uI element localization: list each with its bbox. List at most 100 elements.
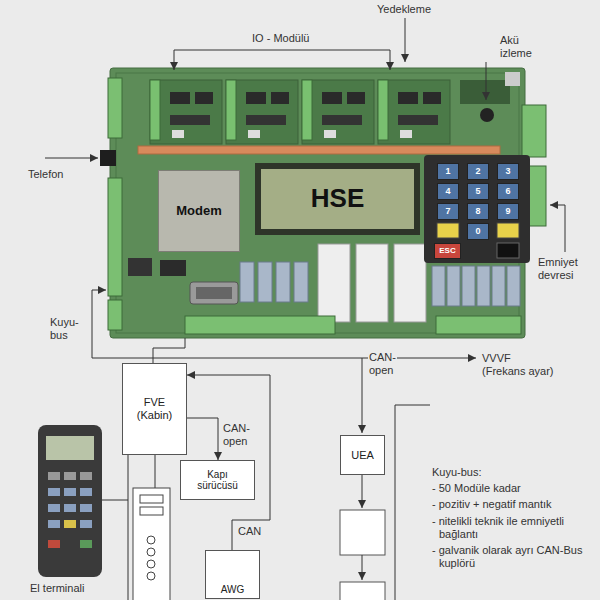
panel-button bbox=[147, 572, 155, 580]
callout-label: Yedekleme bbox=[377, 3, 431, 16]
safety-relay bbox=[356, 244, 388, 322]
chip bbox=[460, 80, 510, 104]
chip bbox=[195, 92, 213, 104]
note-line: - pozitiv + negatif mantık bbox=[432, 498, 596, 511]
relay bbox=[462, 266, 475, 306]
callout-label: Kuyu- bus bbox=[50, 316, 79, 342]
io-module bbox=[226, 80, 298, 144]
callout-label: IO - Modülü bbox=[252, 32, 309, 45]
callout-arrow bbox=[405, 18, 406, 62]
keypad-key bbox=[497, 223, 519, 238]
node-text: 0 bbox=[475, 226, 480, 236]
keypad-key: 6 bbox=[497, 183, 519, 200]
handheld-key bbox=[80, 520, 92, 528]
node-text: 5 bbox=[475, 186, 480, 196]
keypad-key: 8 bbox=[467, 203, 489, 220]
process-box: UEA bbox=[340, 435, 385, 475]
callout-arrow bbox=[550, 205, 565, 252]
note-block: Kuyu-bus:- 50 Modüle kadar- pozitiv + ne… bbox=[432, 466, 596, 573]
signal-label: CAN- open bbox=[368, 351, 397, 377]
safety-relay bbox=[394, 244, 426, 322]
chip bbox=[398, 92, 418, 104]
terminal-block bbox=[378, 80, 388, 140]
battery-monitor bbox=[480, 108, 494, 122]
handheld-key bbox=[48, 472, 60, 480]
node-text: 2 bbox=[475, 166, 480, 176]
handheld-key bbox=[64, 504, 76, 512]
handheld-terminal bbox=[38, 425, 102, 577]
io-module bbox=[150, 80, 222, 144]
terminal-block bbox=[185, 316, 335, 334]
component bbox=[400, 130, 412, 138]
panel-display bbox=[140, 495, 163, 503]
lcd-display: HSE bbox=[255, 163, 420, 235]
component bbox=[324, 130, 336, 138]
terminal-block bbox=[302, 80, 312, 140]
board-trace bbox=[116, 73, 519, 333]
relay bbox=[294, 262, 308, 302]
chip bbox=[398, 115, 438, 125]
module-box bbox=[340, 582, 385, 600]
handheld-key bbox=[48, 540, 60, 548]
handheld-key bbox=[48, 520, 60, 528]
process-box: FVE (Kabin) bbox=[122, 363, 187, 455]
panel-button bbox=[147, 560, 155, 568]
handheld-screen bbox=[46, 436, 94, 460]
chip bbox=[160, 260, 186, 276]
terminal-block bbox=[226, 80, 236, 140]
db9-socket bbox=[196, 287, 232, 299]
handheld-key bbox=[80, 504, 92, 512]
handheld-key bbox=[48, 504, 60, 512]
callout-label: Emniyet devresi bbox=[538, 256, 578, 282]
panel-display bbox=[140, 507, 163, 515]
cabin-panel bbox=[133, 488, 170, 600]
chip bbox=[423, 92, 441, 104]
panel-button bbox=[147, 536, 155, 544]
keypad-key: 1 bbox=[437, 163, 459, 180]
chip bbox=[322, 92, 342, 104]
cabin-wire bbox=[102, 500, 128, 501]
node-text: 7 bbox=[445, 206, 450, 216]
node-text: AWG bbox=[221, 584, 245, 596]
keypad-key: 0 bbox=[467, 223, 489, 240]
note-line: - 50 Modüle kadar bbox=[432, 482, 596, 495]
keypad-key: 2 bbox=[467, 163, 489, 180]
keypad-key: 5 bbox=[467, 183, 489, 200]
bus-wire bbox=[153, 338, 185, 363]
connector bbox=[187, 418, 218, 460]
relay bbox=[258, 262, 272, 302]
keypad-key bbox=[437, 223, 459, 238]
relay bbox=[276, 262, 290, 302]
db9-connector bbox=[190, 282, 238, 304]
panel-button bbox=[147, 548, 155, 556]
keypad-key bbox=[497, 243, 519, 258]
relay bbox=[240, 262, 254, 302]
keypad-key: 4 bbox=[437, 183, 459, 200]
node-text: 4 bbox=[445, 186, 450, 196]
note-line: - nitelikli teknik ile emniyetli bağlant… bbox=[432, 515, 596, 541]
device-label: El terminali bbox=[30, 582, 84, 595]
chip bbox=[170, 115, 210, 125]
handheld-key bbox=[48, 488, 60, 496]
component bbox=[505, 72, 520, 86]
relay bbox=[507, 266, 520, 306]
module-box bbox=[340, 510, 385, 555]
node-text: 1 bbox=[445, 166, 450, 176]
node-text: HSE bbox=[311, 184, 364, 214]
edge-label: CAN- open bbox=[223, 422, 250, 448]
node-text: 8 bbox=[475, 206, 480, 216]
terminal-block bbox=[522, 105, 546, 157]
node-text: 6 bbox=[505, 186, 510, 196]
handheld-key bbox=[64, 472, 76, 480]
io-module bbox=[302, 80, 374, 144]
chip bbox=[246, 92, 266, 104]
keypad bbox=[424, 155, 530, 263]
callout-label: Telefon bbox=[28, 168, 63, 181]
terminal-block bbox=[108, 78, 122, 138]
node-text: Modem bbox=[176, 204, 222, 219]
modem-box: Modem bbox=[158, 170, 240, 252]
safety-relay bbox=[318, 244, 350, 322]
phone-jack bbox=[100, 150, 116, 166]
cabin-wire bbox=[155, 455, 156, 488]
callout-arrow bbox=[486, 62, 487, 100]
